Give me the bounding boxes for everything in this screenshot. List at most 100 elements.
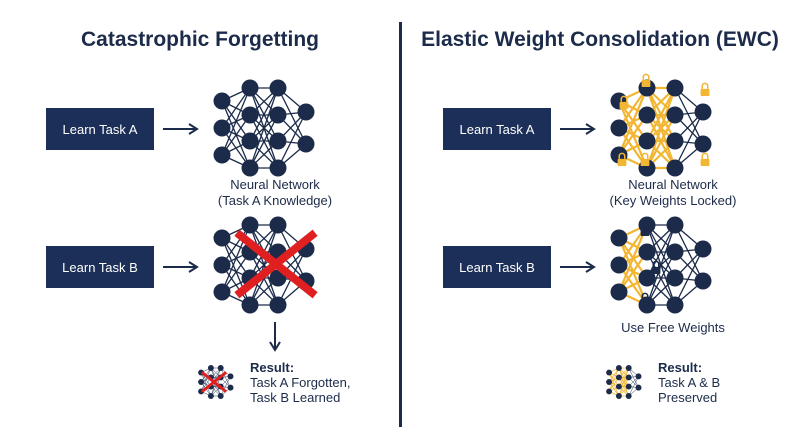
- neuron-node: [666, 79, 684, 97]
- neuron-node: [625, 383, 632, 390]
- neuron-node: [241, 216, 259, 234]
- neuron-node: [227, 384, 234, 391]
- panel-divider: [399, 22, 402, 427]
- right-learn-task-a-box: Learn Task A: [443, 108, 551, 150]
- neuron-node: [666, 269, 684, 287]
- neuron-node: [666, 243, 684, 261]
- neuron-node: [625, 365, 632, 371]
- neuron-node: [241, 106, 259, 124]
- neuron-node: [606, 369, 613, 376]
- neuron-node: [269, 296, 287, 314]
- result-line: Task B Learned: [250, 390, 341, 405]
- lock-icon: [640, 292, 650, 307]
- neuron-node: [666, 106, 684, 124]
- right-network-task-a: [610, 79, 712, 177]
- neuron-node: [269, 79, 287, 97]
- left-network-a-caption: Neural Network (Task A Knowledge): [218, 177, 332, 209]
- neuron-node: [241, 296, 259, 314]
- neuron-node: [213, 92, 231, 110]
- caption-line: (Task A Knowledge): [217, 193, 333, 208]
- left-network-task-a: [213, 79, 315, 177]
- lock-icon: [651, 260, 661, 275]
- neuron-node: [615, 365, 622, 371]
- connection-line: [220, 367, 231, 388]
- lock-icon: [640, 222, 650, 237]
- result-line: Task A Forgotten,: [250, 375, 351, 390]
- connection-line: [645, 87, 677, 169]
- neuron-node: [666, 296, 684, 314]
- connection-line: [618, 377, 630, 397]
- right-result-network-icon: [606, 365, 642, 399]
- neuron-node: [297, 135, 315, 153]
- neuron-node: [269, 216, 287, 234]
- neuron-node: [269, 132, 287, 150]
- connection-line: [249, 114, 279, 169]
- left-network-task-b: [213, 216, 315, 314]
- neuron-node: [213, 146, 231, 164]
- lock-icon: [640, 152, 650, 167]
- neuron-node: [615, 383, 622, 390]
- neuron-node: [610, 283, 628, 301]
- neuron-node: [666, 132, 684, 150]
- arrow-right-icon: [560, 123, 596, 135]
- neuron-node: [269, 159, 287, 177]
- right-learn-task-b-box: Learn Task B: [443, 246, 551, 288]
- connection-line: [618, 367, 630, 397]
- result-line: Preserved: [658, 390, 718, 405]
- right-network-b-caption: Use Free Weights: [621, 320, 725, 335]
- neuron-node: [694, 135, 712, 153]
- neuron-node: [610, 256, 628, 274]
- neuron-node: [297, 103, 315, 121]
- result-heading: Result:: [658, 360, 703, 375]
- caption-line: Neural Network: [230, 177, 320, 192]
- neuron-node: [606, 379, 613, 385]
- connection-line: [277, 87, 307, 145]
- neuron-node: [638, 269, 656, 287]
- neuron-node: [213, 256, 231, 274]
- caption-line: (Key Weights Locked): [609, 193, 737, 208]
- red-x-icon: [234, 229, 318, 299]
- neuron-node: [207, 365, 214, 371]
- result-heading: Result:: [250, 360, 295, 375]
- neuron-node: [227, 373, 234, 380]
- connection-line: [674, 224, 704, 282]
- arrow-right-icon: [163, 123, 199, 135]
- neuron-node: [694, 272, 712, 290]
- connection-line: [646, 87, 676, 142]
- neuron-node: [213, 119, 231, 137]
- connection-line: [617, 87, 649, 156]
- neuron-node: [241, 159, 259, 177]
- right-network-task-b: [610, 216, 712, 314]
- neuron-node: [694, 240, 712, 258]
- left-title: Catastrophic Forgetting: [80, 28, 320, 51]
- lock-icon: [641, 73, 651, 88]
- connection-line: [220, 376, 231, 397]
- neuron-node: [610, 119, 628, 137]
- connection-line: [249, 87, 279, 169]
- result-line: Task A & B: [658, 375, 721, 390]
- neuron-node: [625, 374, 632, 381]
- connection-line: [618, 367, 630, 387]
- connection-line: [221, 87, 251, 156]
- connection-line: [249, 224, 279, 306]
- neuron-node: [635, 373, 642, 380]
- neuron-node: [269, 106, 287, 124]
- arrow-right-icon: [163, 261, 199, 273]
- lock-icon: [617, 152, 627, 167]
- neuron-node: [638, 243, 656, 261]
- connection-line: [628, 367, 639, 388]
- left-result-text: Result: Task A Forgotten, Task B Learned: [250, 360, 350, 405]
- neuron-node: [615, 374, 622, 381]
- connection-line: [277, 111, 307, 169]
- neuron-node: [615, 393, 622, 399]
- neuron-node: [635, 384, 642, 391]
- neuron-node: [694, 103, 712, 121]
- neuron-node: [207, 393, 214, 399]
- caption-line: Neural Network: [628, 177, 718, 192]
- connection-line: [617, 224, 649, 293]
- arrow-down-icon: [269, 322, 281, 352]
- connection-line: [249, 87, 279, 142]
- left-learn-task-b-box: Learn Task B: [46, 246, 154, 288]
- connection-line: [646, 251, 676, 306]
